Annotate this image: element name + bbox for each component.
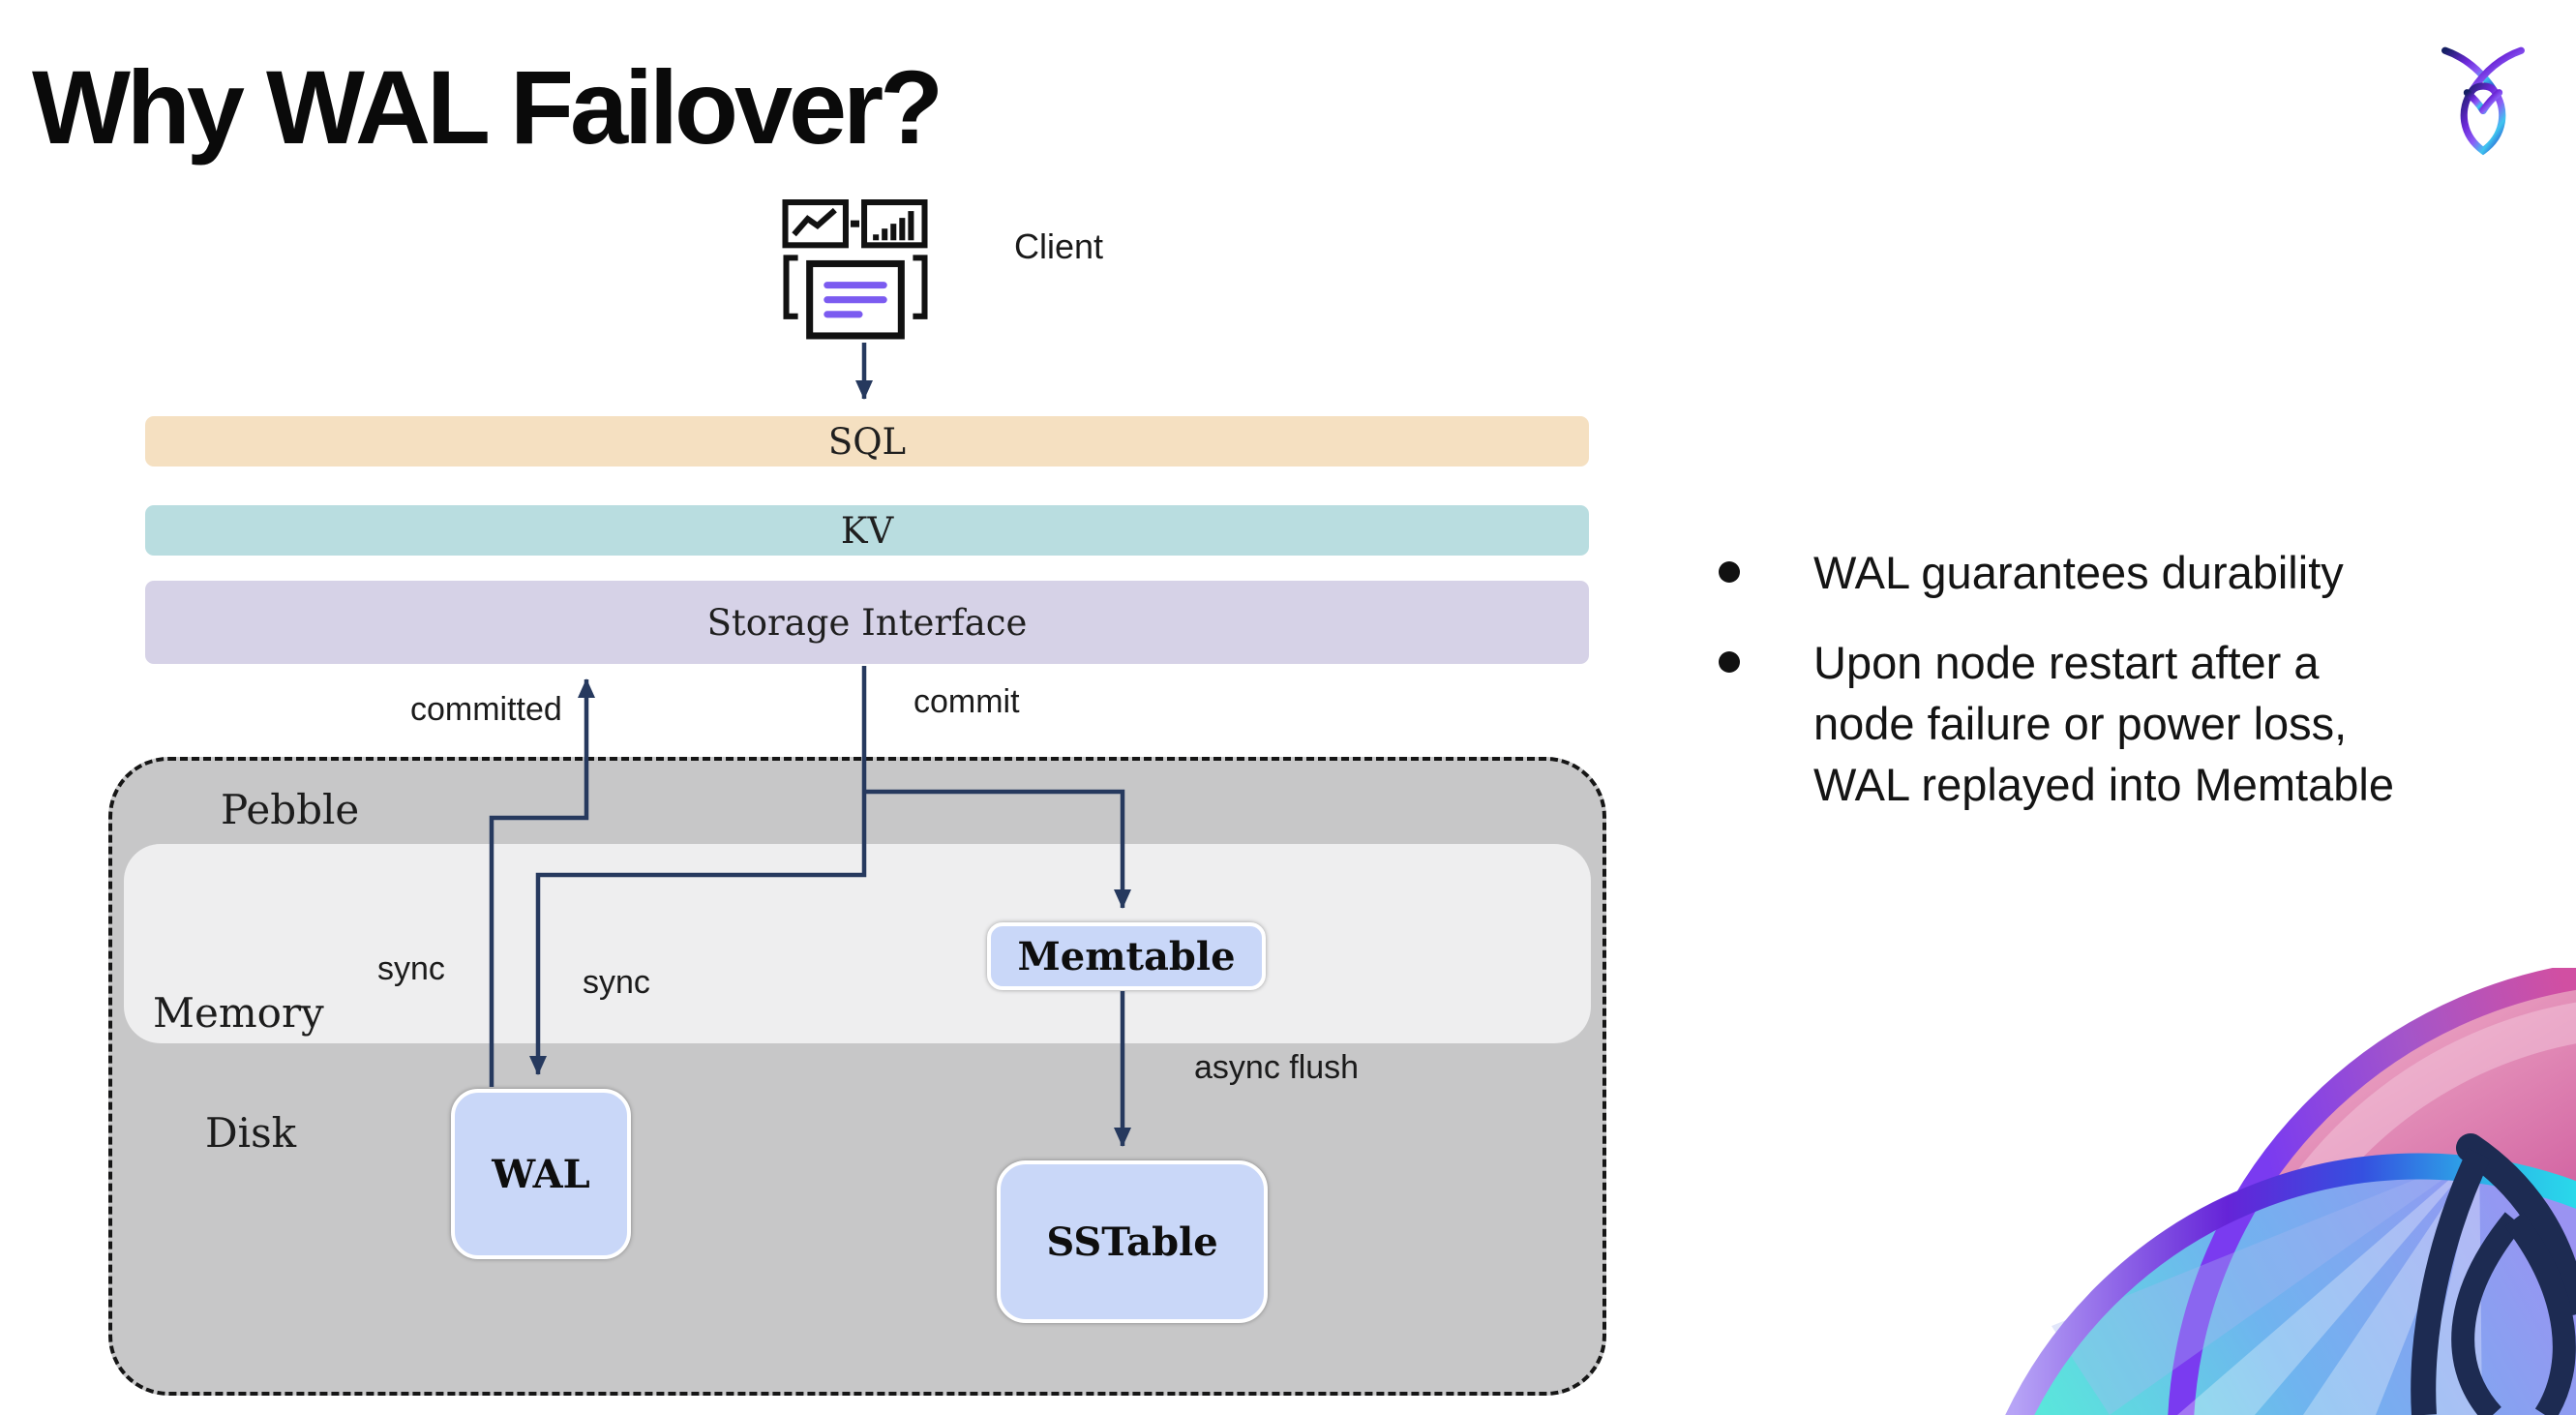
list-item: WAL guarantees durability [1719,542,2570,603]
layer-kv-label: KV [840,509,894,552]
wal-node: WAL [451,1089,631,1259]
layer-storage-interface: Storage Interface [145,581,1589,664]
async-flush-edge-label: async flush [1194,1049,1360,1086]
cockroachdb-logo-icon [2441,46,2525,156]
corner-brand-graphic [2005,968,2576,1415]
bullet-icon [1719,561,1740,583]
memtable-node: Memtable [987,922,1266,990]
line-chart-icon [782,199,849,249]
commit-edge-label: commit [914,683,1020,720]
layer-sql: SQL [145,416,1589,467]
client-label: Client [1014,226,1104,266]
sstable-node: SSTable [997,1160,1268,1323]
layer-storage-interface-label: Storage Interface [706,601,1028,644]
layer-sql-label: SQL [827,420,907,463]
bullet-text: Upon node restart after a node failure o… [1813,637,2394,810]
bullet-list: WAL guarantees durability Upon node rest… [1719,542,2570,844]
list-item: Upon node restart after a node failure o… [1719,632,2570,815]
memory-band [124,844,1591,1043]
page-title: Why WAL Failover? [32,48,944,166]
bullet-text: WAL guarantees durability [1813,547,2344,598]
client-icon [782,199,928,340]
layer-kv: KV [145,505,1589,556]
disk-label: Disk [205,1109,297,1157]
memtable-node-label: Memtable [1017,933,1236,979]
memory-label: Memory [153,989,324,1037]
wal-node-label: WAL [492,1151,590,1197]
committed-edge-label: committed [410,691,562,728]
sstable-node-label: SSTable [1046,1219,1218,1265]
sync-right-edge-label: sync [583,964,650,1001]
pebble-label: Pebble [221,786,360,833]
sync-left-edge-label: sync [377,950,445,987]
bullet-icon [1719,651,1740,673]
